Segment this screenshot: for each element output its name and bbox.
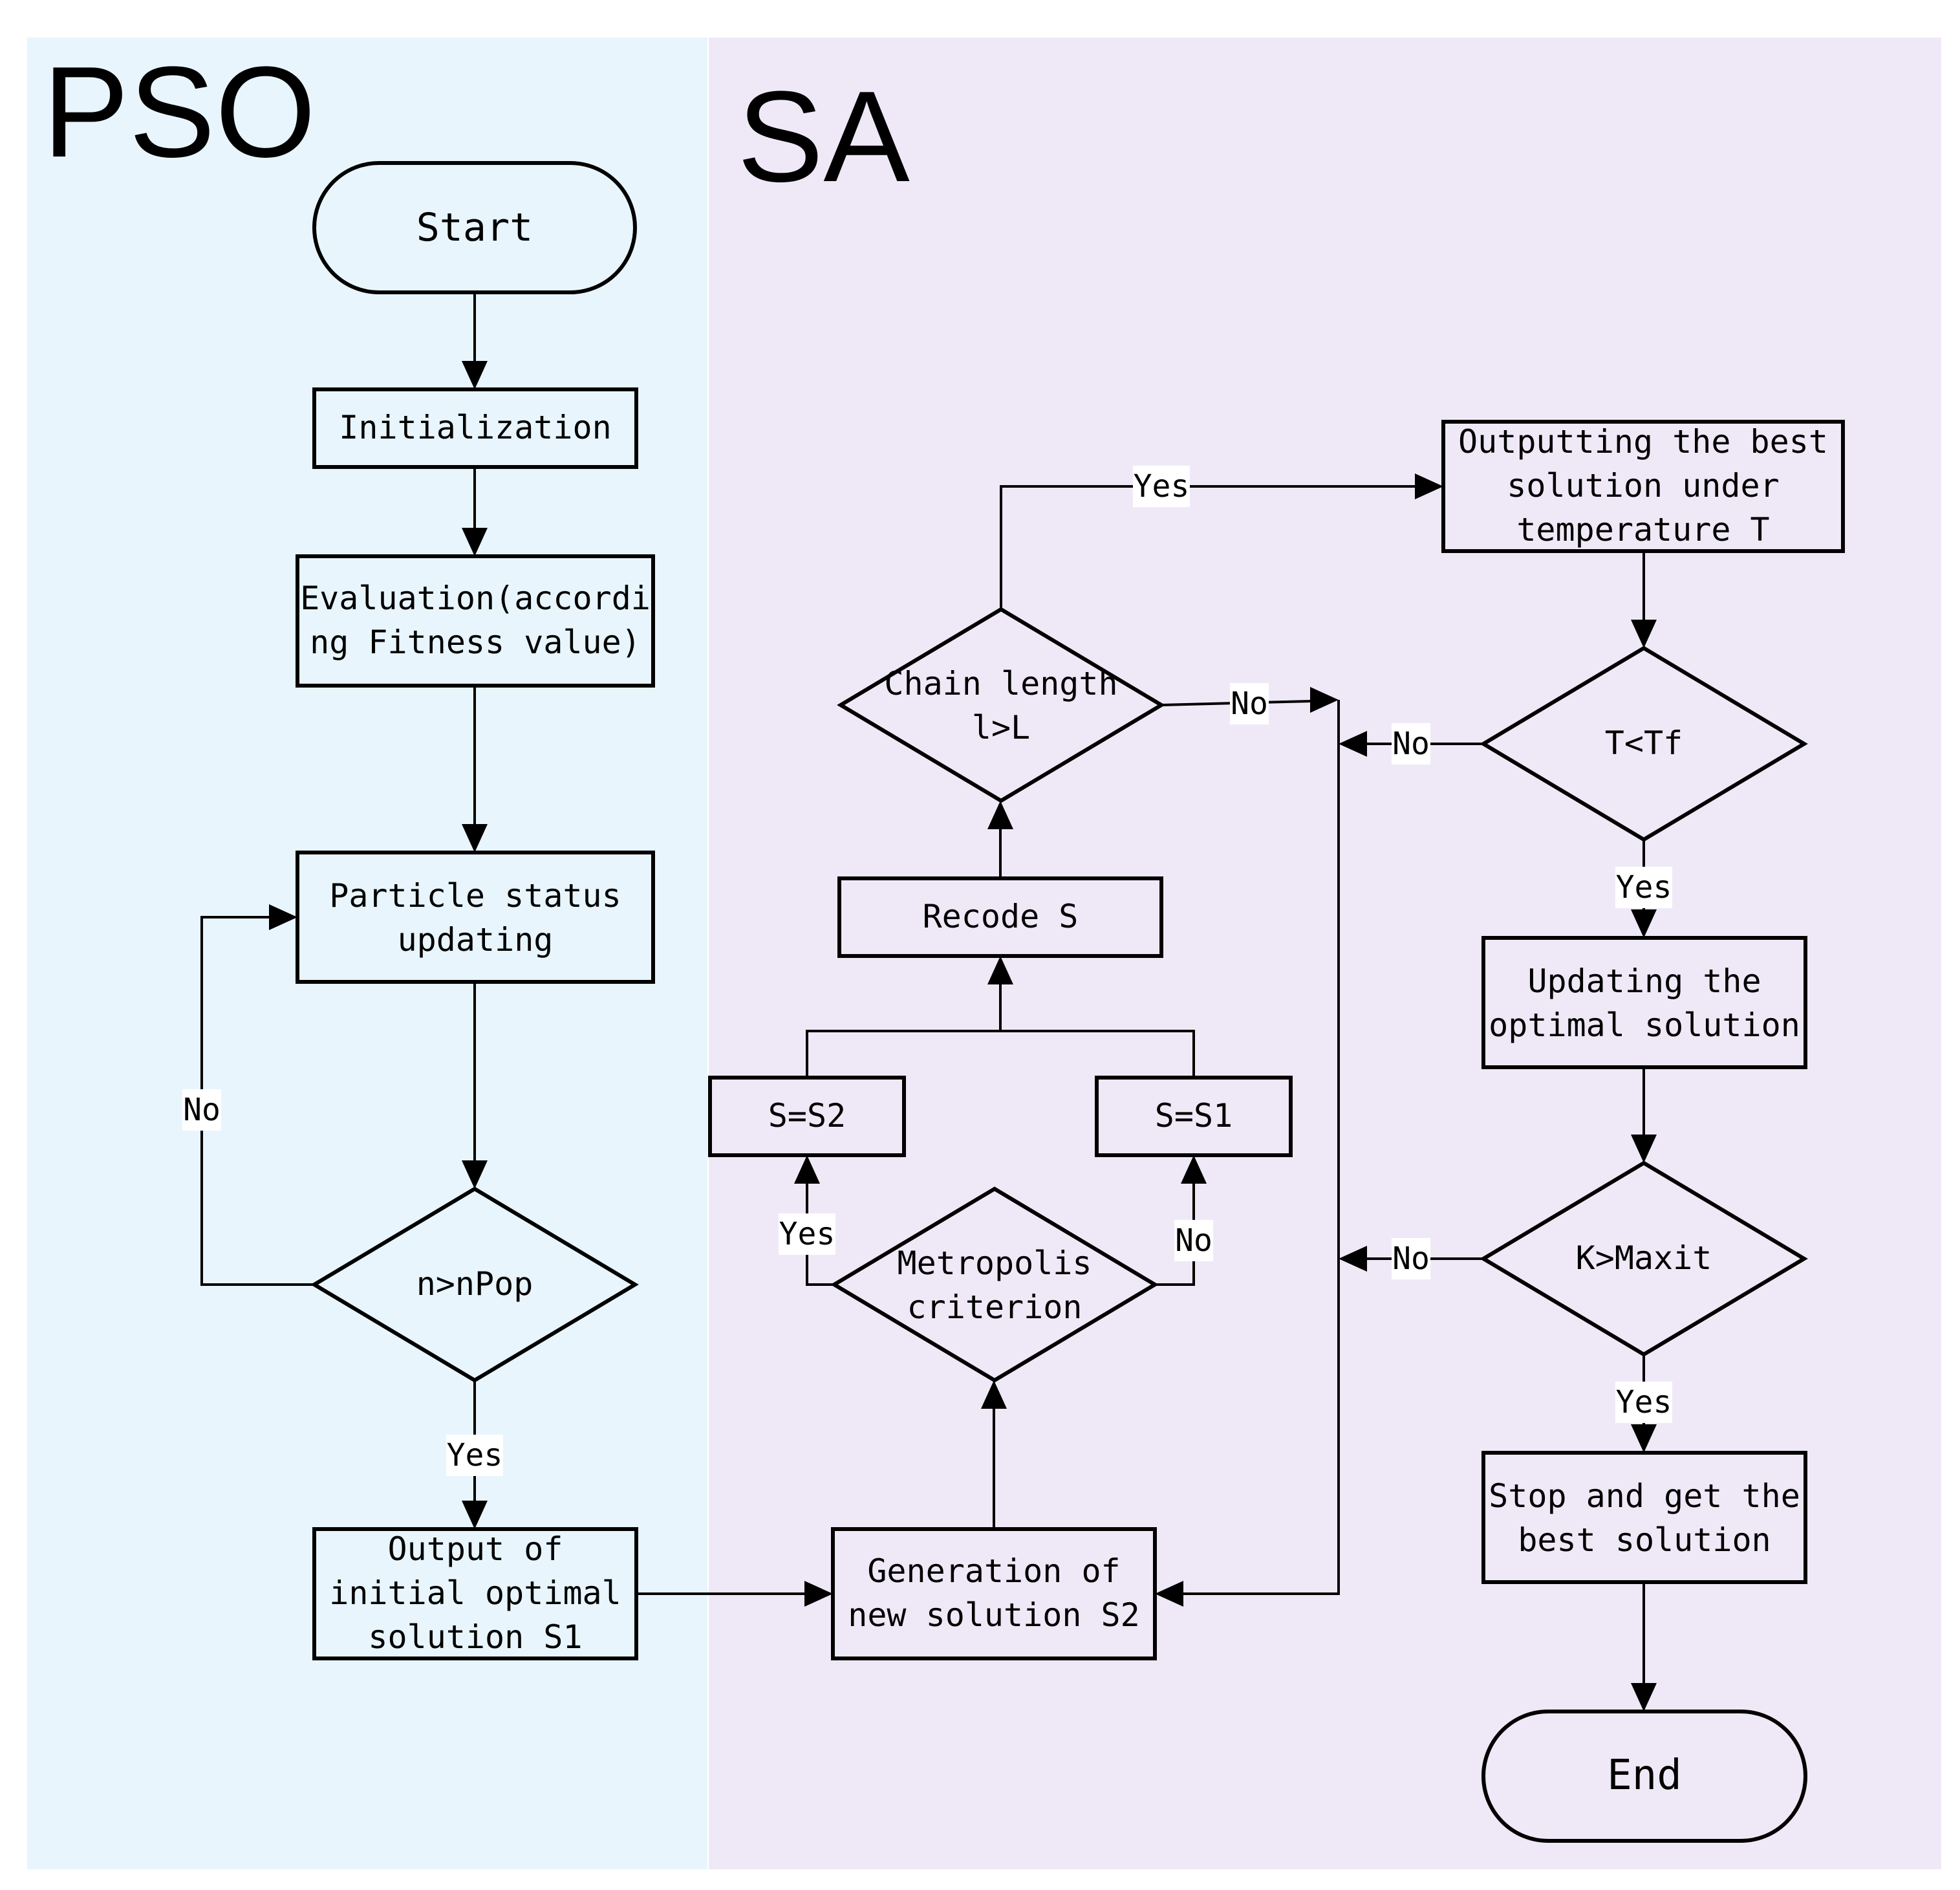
edge-eval-to-update (462, 686, 488, 853)
svg-text:No: No (183, 1092, 221, 1128)
edge-bestt-to-ttf (1631, 551, 1657, 648)
output-best-t-label-line2: solution under (1507, 467, 1779, 505)
s-s2-label: S=S2 (768, 1097, 846, 1135)
particle-update-label-line1: Particle status (329, 877, 621, 915)
stop-box: Stop and get the best solution (1481, 1451, 1807, 1584)
update-optimal-label-line2: optimal solution (1489, 1006, 1800, 1044)
output-best-t-box: Outputting the best solution under tempe… (1441, 420, 1845, 553)
generation-label-line2: new solution S2 (848, 1596, 1140, 1634)
svg-text:No: No (1392, 1241, 1430, 1277)
metropolis-label-line1: Metropolis (897, 1244, 1092, 1282)
generation-label-line1: Generation of (867, 1552, 1120, 1590)
output-initial-label-line2: initial optimal (329, 1574, 621, 1612)
label-chain-yes: Yes (1133, 466, 1190, 507)
edge-merge-to-recode (806, 956, 1195, 1078)
edge-output-to-generation (636, 1581, 833, 1607)
update-optimal-label-line1: Updating the (1527, 962, 1761, 1000)
start-label: Start (416, 205, 533, 250)
end-terminal: End (1481, 1710, 1807, 1843)
sa-panel (709, 38, 1941, 1869)
label-kmax-no: No (1392, 1238, 1430, 1279)
recode-box: Recode S (837, 876, 1163, 958)
recode-label: Recode S (923, 898, 1079, 935)
chain-length-label-line1: Chain length (884, 665, 1117, 702)
svg-text:Yes: Yes (1134, 468, 1190, 505)
label-chain-no: No (1230, 683, 1269, 724)
output-best-t-label-line3: temperature T (1516, 511, 1769, 549)
pso-panel (27, 38, 707, 1869)
output-initial-box: Output of initial optimal solution S1 (312, 1527, 638, 1660)
edge-init-to-eval (462, 467, 488, 556)
label-metro-yes: Yes (779, 1213, 835, 1255)
chain-length-label-line2: l>L (972, 709, 1030, 746)
chain-length-decision: Chain length l>L (837, 607, 1165, 803)
edge-metropolis-no (1155, 1155, 1207, 1286)
start-terminal: Start (312, 161, 637, 294)
output-best-t-label-line1: Outputting the best (1458, 423, 1828, 461)
edge-update-to-npop (462, 982, 488, 1189)
t-tf-label: T<Tf (1605, 724, 1683, 762)
edge-chain-yes (1000, 473, 1443, 609)
edge-update-to-kmaxit (1631, 1067, 1657, 1163)
s-s1-label: S=S1 (1155, 1097, 1233, 1135)
stop-label-line2: best solution (1518, 1521, 1771, 1559)
svg-text:Yes: Yes (1616, 1384, 1672, 1420)
n-npop-decision: n>nPop (310, 1186, 639, 1383)
svg-text:Yes: Yes (1616, 869, 1672, 906)
metropolis-decision: Metropolis criterion (830, 1186, 1159, 1383)
evaluation-box: Evaluation(accordi ng Fitness value) (296, 554, 655, 688)
svg-text:Yes: Yes (779, 1216, 835, 1252)
initialization-box: Initialization (312, 387, 638, 469)
generation-box: Generation of new solution S2 (831, 1527, 1157, 1660)
svg-text:No: No (1175, 1222, 1212, 1259)
output-initial-label-line1: Output of (388, 1530, 563, 1568)
initialization-label: Initialization (339, 409, 611, 446)
label-ttf-no: No (1392, 723, 1430, 765)
svg-text:No: No (1392, 726, 1430, 762)
sa-panel-label: SA (737, 65, 910, 209)
edge-return-to-generation (1155, 700, 1340, 1607)
evaluation-label-line1: Evaluation(accordi (300, 580, 651, 617)
pso-panel-label: PSO (43, 40, 316, 184)
end-label: End (1607, 1752, 1682, 1799)
evaluation-label-line2: ng Fitness value) (310, 624, 641, 661)
output-initial-label-line3: solution S1 (368, 1618, 582, 1656)
label-npop-no: No (182, 1089, 221, 1131)
svg-text:No: No (1231, 686, 1268, 722)
label-npop-yes: Yes (446, 1435, 503, 1476)
n-npop-label: n>nPop (416, 1265, 533, 1303)
k-maxit-label: K>Maxit (1576, 1239, 1712, 1277)
edge-recode-to-chain (987, 801, 1013, 878)
svg-text:Yes: Yes (447, 1437, 503, 1473)
stop-label-line1: Stop and get the (1489, 1477, 1800, 1515)
label-ttf-yes: Yes (1615, 867, 1672, 908)
edge-generation-to-metropolis (981, 1380, 1007, 1529)
edge-start-to-init (462, 292, 488, 389)
metropolis-label-line2: criterion (907, 1288, 1082, 1326)
label-kmax-yes: Yes (1615, 1382, 1672, 1423)
edge-stop-to-end (1631, 1582, 1657, 1711)
label-metro-no: No (1174, 1220, 1213, 1261)
particle-update-label-line2: updating (398, 921, 554, 959)
